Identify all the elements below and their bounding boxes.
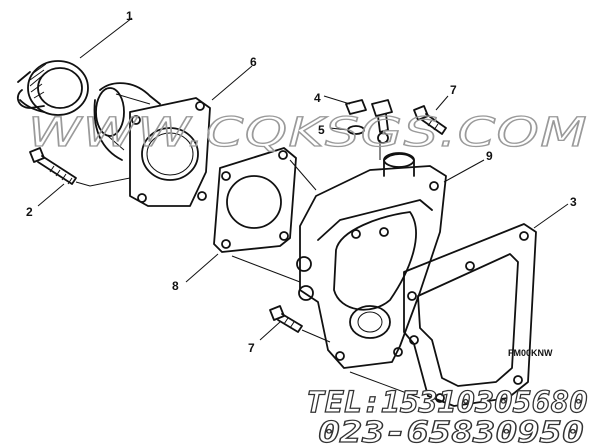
part-elbow-flange [93, 82, 211, 207]
part-cap-screw-left [29, 147, 131, 187]
part-housing-gasket [403, 223, 537, 407]
part-cap-screw-upper [413, 105, 447, 135]
part-thermostat-housing [296, 99, 447, 369]
callout-6: 6 [250, 55, 257, 69]
leader-lines [37, 17, 569, 341]
alignment-lines [231, 140, 421, 399]
contact-tel: TEL:15310305680 [306, 385, 588, 419]
part-square-gasket [213, 147, 297, 253]
contact-phone: 023-65830950 [318, 415, 584, 448]
part-hose-clamp [16, 60, 89, 116]
callout-2: 2 [26, 205, 33, 219]
part-cap-screw-lower [269, 305, 303, 333]
callout-1: 1 [126, 9, 133, 23]
callout-3: 3 [570, 195, 577, 209]
callout-4: 4 [314, 91, 321, 105]
callout-8: 8 [172, 279, 179, 293]
callout-9: 9 [486, 149, 493, 163]
callout-7-upper: 7 [450, 83, 457, 97]
figure-code: FM00KNW [508, 348, 553, 358]
site-watermark: WWW.CQKSGS.COM [28, 110, 588, 156]
callout-7-lower: 7 [248, 341, 255, 355]
callout-labels: 1 2 3 4 5 6 7 7 8 9 [26, 9, 577, 355]
callout-5: 5 [318, 123, 325, 137]
